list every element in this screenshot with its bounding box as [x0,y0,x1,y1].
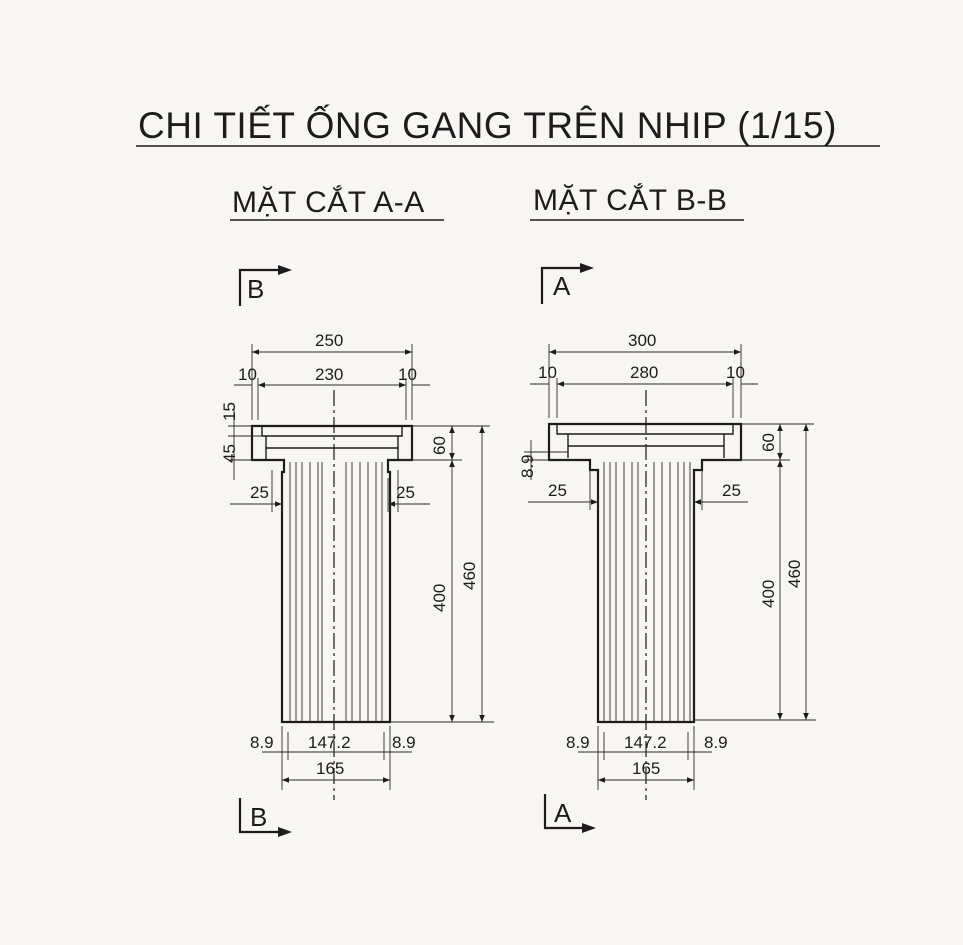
dim-overall-width: 300 [628,331,656,350]
section-heading-a-a: MẶT CẮT A-A [232,185,425,219]
section-view-a-a: MẶT CẮT A-A B [220,185,494,837]
dim-flange-height: 60 [759,433,778,452]
pipe-body-hatching [289,462,383,722]
pipe-outline [250,424,414,724]
section-heading-b-b: MẶT CẮT B-B [533,183,727,217]
dim-flange-top: 15 [220,402,239,421]
dim-flange-height: 60 [430,436,449,455]
dim-inner-width: 280 [630,363,658,382]
step-dimensions: 25 25 [230,470,430,512]
flange-left-dimensions: 8.9 [518,440,568,480]
dim-left-edge: 10 [238,365,257,384]
section-marker-letter: A [554,798,572,828]
pipe-outline [547,422,743,724]
drawing-title: CHI TIẾT ỐNG GANG TRÊN NHIP (1/15) [138,104,837,146]
dim-body-height: 400 [430,584,449,612]
section-marker-letter: B [247,274,264,304]
dim-flange-side: 8.9 [518,454,537,478]
pipe-body-hatching [603,462,691,722]
dim-bottom-right: 8.9 [704,733,728,752]
section-marker-top: B [238,265,292,306]
flange-inner-outline [556,424,734,458]
dim-body-height: 400 [759,580,778,608]
dim-right-step: 25 [396,483,415,502]
flange-inner-outline [261,426,403,460]
dim-total-height: 460 [785,560,804,588]
dim-bottom-left: 8.9 [250,733,274,752]
section-marker-top: A [540,263,594,304]
section-marker-letter: A [553,271,571,301]
dim-left-edge: 10 [538,363,557,382]
height-dimensions: 60 400 460 [390,425,494,723]
dim-left-step: 25 [548,481,567,500]
section-marker-letter: B [250,802,267,832]
bottom-dimensions: 8.9 147.2 8.9 165 [250,726,416,790]
dim-total-height: 460 [460,562,479,590]
dim-overall-width: 250 [315,331,343,350]
dim-bottom-mid: 147.2 [308,733,351,752]
top-dimensions: 250 230 10 10 [234,331,430,420]
dim-bottom-width: 165 [632,759,660,778]
dim-inner-width: 230 [315,365,343,384]
section-marker-bottom: A [543,794,596,833]
dim-flange-side: 45 [220,444,239,463]
dim-bottom-mid: 147.2 [624,733,667,752]
step-dimensions: 25 25 [528,470,748,510]
top-dimensions: 300 280 10 10 [530,331,758,418]
section-marker-bottom: B [238,798,292,837]
dim-bottom-width: 165 [316,759,344,778]
dim-right-step: 25 [722,481,741,500]
dim-left-step: 25 [250,483,269,502]
bottom-dimensions: 8.9 147.2 8.9 165 [566,726,728,790]
height-dimensions: 60 400 460 [694,423,816,721]
dim-bottom-right: 8.9 [392,733,416,752]
flange-left-dimensions: 15 45 [220,402,262,480]
dim-bottom-left: 8.9 [566,733,590,752]
dim-right-edge: 10 [726,363,745,382]
section-view-b-b: MẶT CẮT B-B A [518,183,816,833]
dim-right-edge: 10 [398,365,417,384]
